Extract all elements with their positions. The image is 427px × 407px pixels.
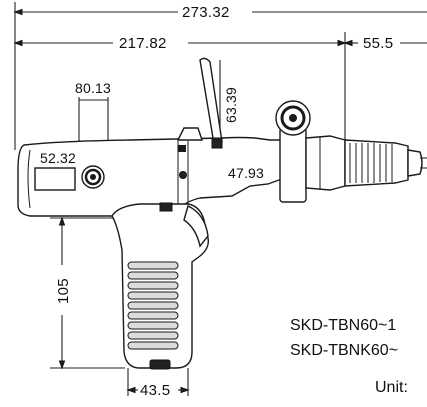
rear-width-dimension: 80.13 — [75, 80, 111, 190]
hanger-wheel-hub — [289, 114, 297, 122]
main-housing — [17, 136, 291, 217]
grip-ridge-5 — [127, 301, 179, 310]
grip-ridge-2 — [127, 271, 179, 280]
body-arrow-right — [337, 39, 347, 47]
top-switch — [176, 127, 203, 141]
handle-arrow-bottom — [58, 360, 66, 370]
unit-label: Unit: — [375, 379, 408, 396]
grip-ridge-6 — [127, 311, 179, 320]
overall-length-dimension: 273.32 — [13, 2, 427, 150]
grip-ridge-3 — [127, 281, 179, 290]
rear-cap-seam — [27, 149, 31, 209]
nose-arrow-left — [343, 39, 353, 47]
trigger — [183, 205, 209, 248]
grip-ridge-4 — [127, 291, 179, 300]
grip-ridge-7 — [127, 321, 179, 330]
handle-height-dimension: 105 — [50, 216, 125, 370]
front-collar — [305, 135, 346, 191]
model-line-2: SKD-TBNK60~ — [290, 342, 398, 359]
handle-width-label: 43.5 — [140, 382, 170, 399]
handle-width-arrow-right — [180, 386, 190, 394]
body-length-dimension: 217.82 — [13, 35, 347, 52]
lever-pivot — [211, 137, 223, 149]
model-line-1: SKD-TBN60~1 — [290, 317, 396, 334]
center-height-label: 47.93 — [228, 165, 264, 181]
handle-width-dimension: 43.5 — [126, 368, 190, 399]
rear-width-label: 80.13 — [75, 80, 111, 96]
switch-mark — [178, 145, 186, 152]
grip-ridge-9 — [127, 341, 179, 350]
release-lever — [199, 57, 223, 145]
chuck — [344, 139, 409, 187]
body-height-label: 52.32 — [40, 150, 76, 166]
trigger-pin — [159, 202, 173, 212]
clamp-ring — [279, 127, 307, 203]
nose-length-dimension: 55.5 — [343, 32, 427, 140]
handle-width-arrow-left — [126, 386, 136, 394]
lever-height-dimension: 63.39 — [219, 60, 239, 150]
tool-body — [17, 57, 427, 370]
nose-length-label: 55.5 — [363, 35, 393, 52]
lever-height-label: 63.39 — [223, 87, 239, 123]
handle-arrow-top — [58, 216, 66, 226]
rear-knob-center — [90, 174, 96, 180]
nose-tip — [407, 149, 423, 177]
body-length-label: 217.82 — [119, 35, 167, 52]
grip-ridge-8 — [127, 331, 179, 340]
body-arrow-left — [13, 39, 23, 47]
grip-ridge-1 — [127, 261, 179, 270]
overall-arrow-left — [13, 8, 23, 16]
overall-length-label: 273.32 — [182, 4, 230, 21]
cable-inlet — [149, 359, 171, 370]
rear-label-plate — [34, 167, 76, 191]
side-screw — [179, 171, 187, 179]
handle-height-label: 105 — [55, 278, 72, 304]
